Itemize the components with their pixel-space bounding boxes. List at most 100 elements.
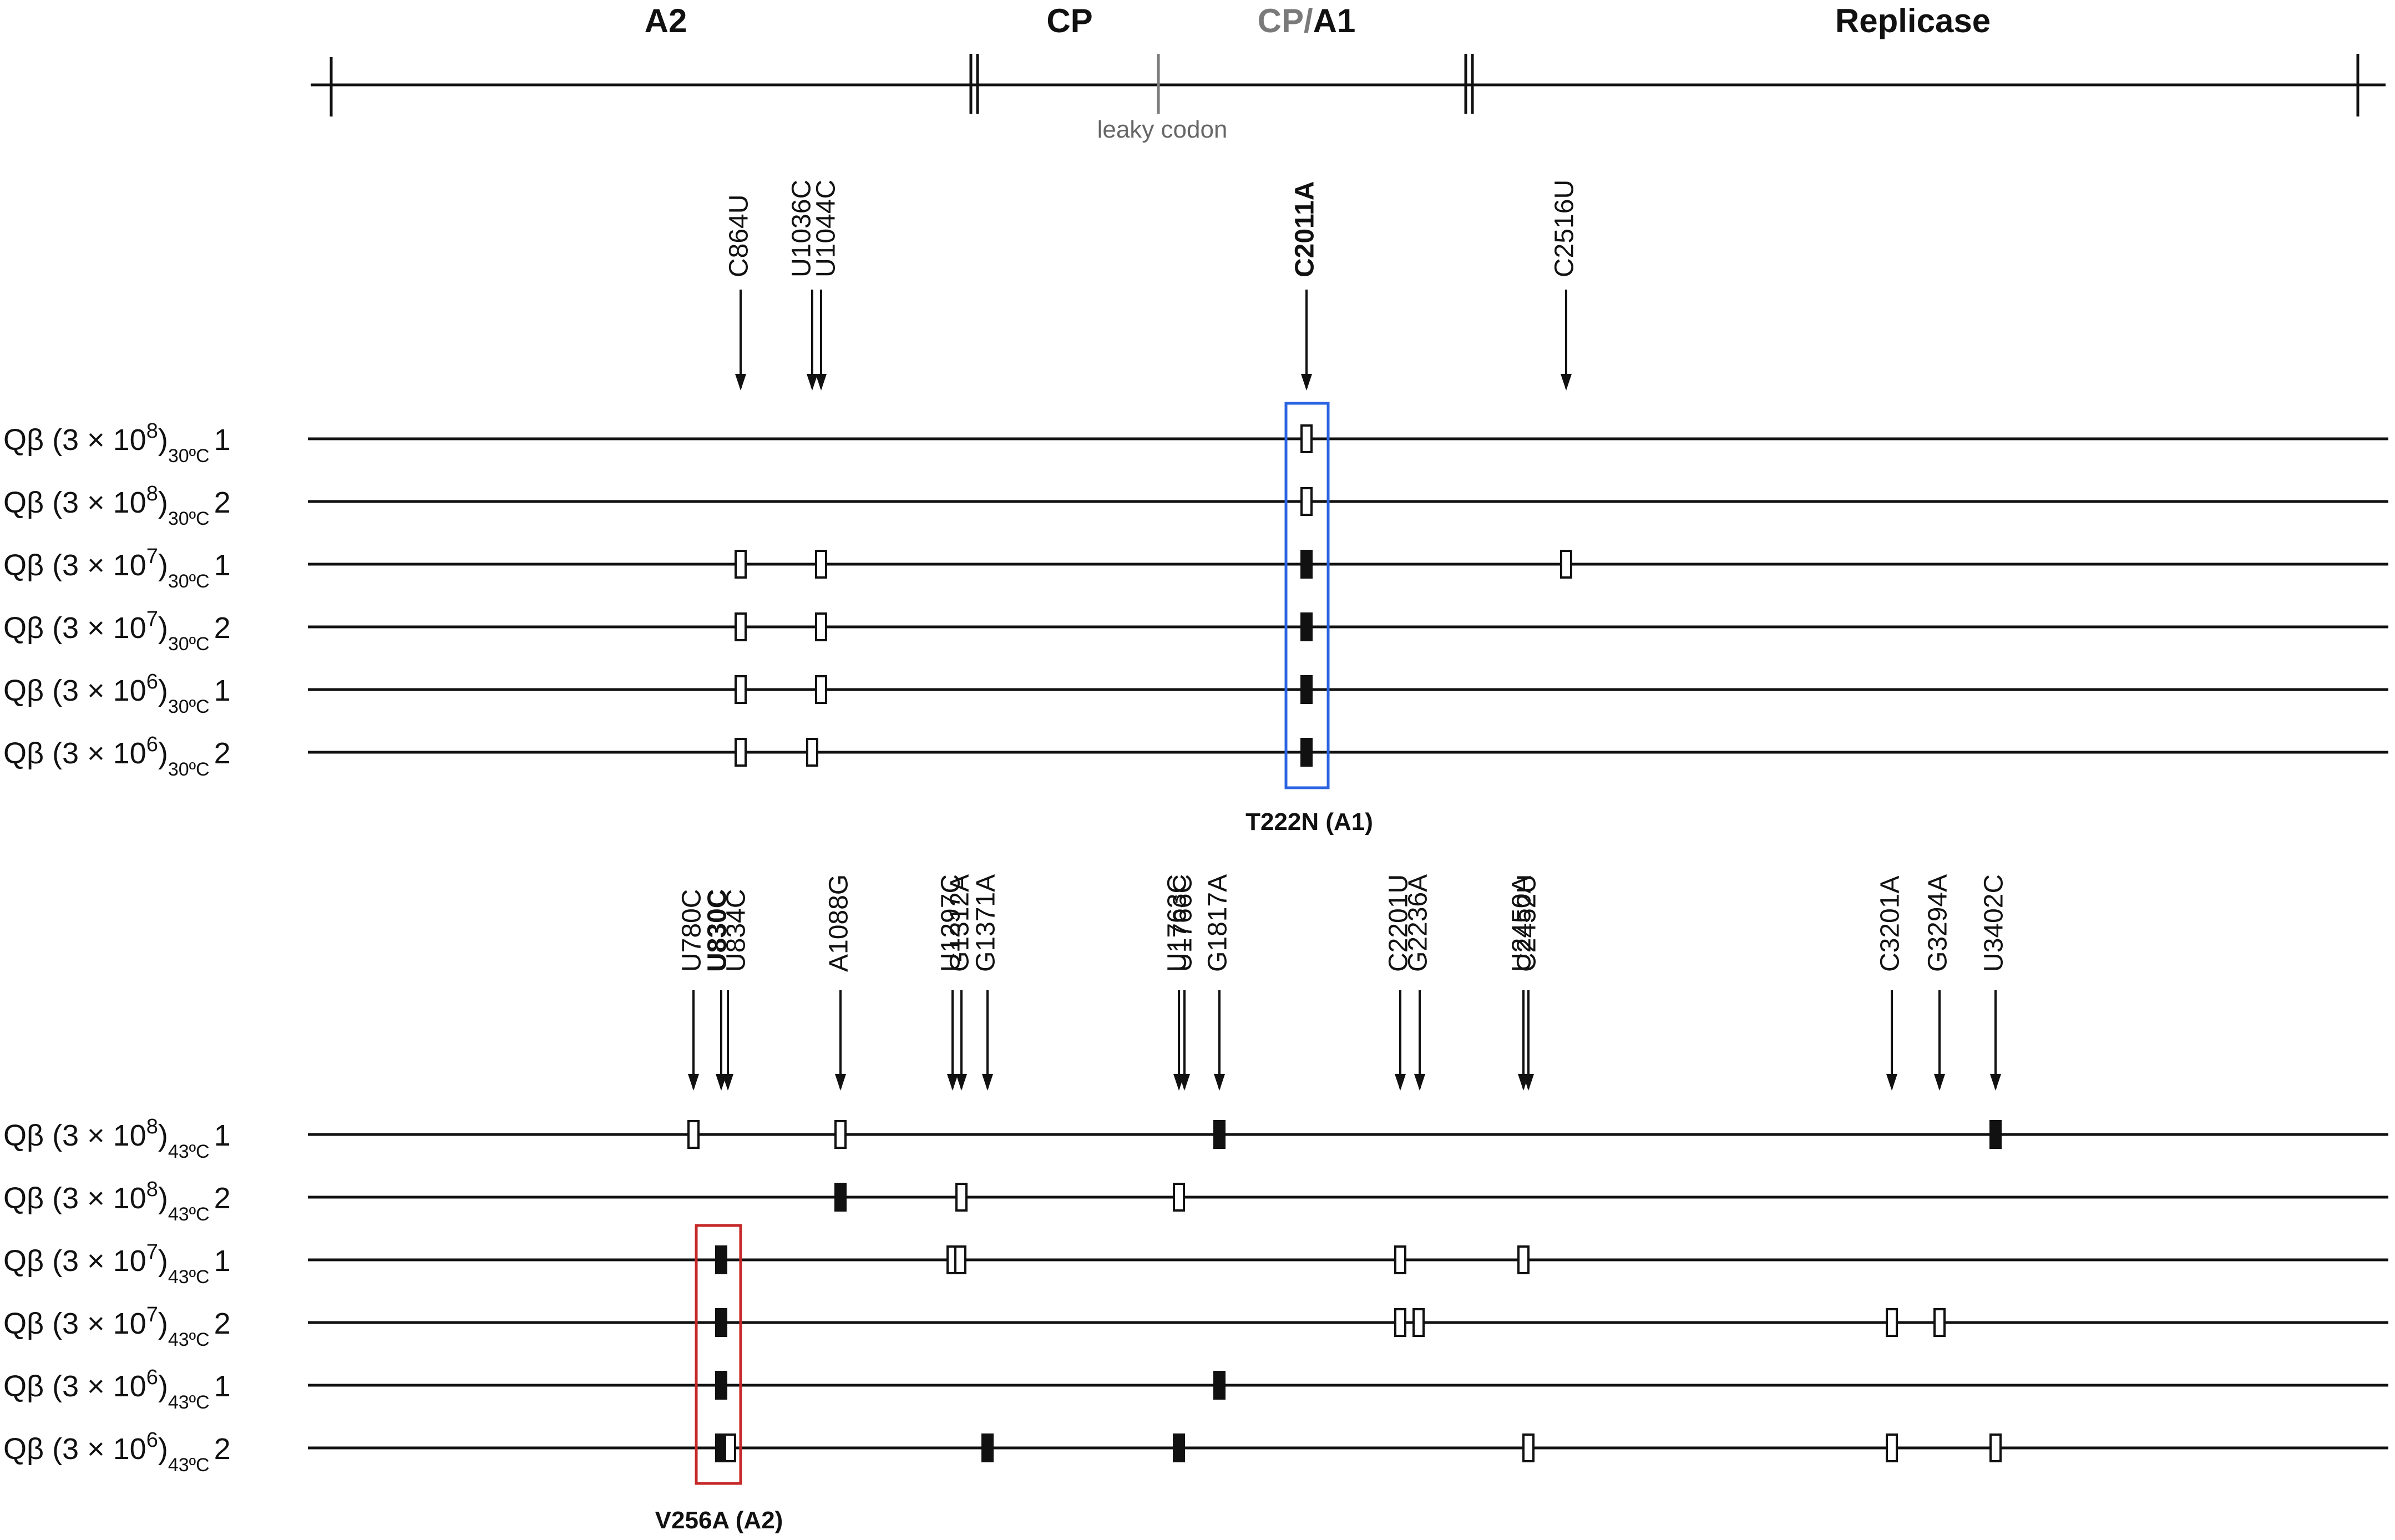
mutation-mark-g1817a-fixed	[1213, 1120, 1226, 1149]
arrowhead-c3201a	[1886, 1074, 1897, 1091]
mutation-label-g3294a: G3294A	[1923, 874, 1953, 972]
label-replicate: 1	[214, 1119, 231, 1152]
label-exponent: 6	[146, 1428, 158, 1452]
mutation-label-c3201a: C3201A	[1876, 876, 1905, 972]
mutation-mark-c2011a-fixed	[1300, 738, 1313, 767]
leaky-codon-label: leaky codon	[1097, 116, 1228, 143]
mutation-label-u780c: U780C	[677, 889, 707, 972]
label-temperature: 43ºC	[168, 1392, 210, 1413]
mutation-mark-c2452u-partial	[1522, 1433, 1535, 1462]
label-prefix: Qβ (3 × 10	[3, 549, 146, 582]
mutation-label-u1044c: U1044C	[812, 180, 841, 277]
label-exponent: 6	[146, 733, 158, 756]
label-prefix: Qβ (3 × 10	[3, 737, 146, 770]
mutation-label-c2516u: C2516U	[1550, 180, 1579, 277]
mutation-mark-u2450a-partial	[1517, 1245, 1530, 1274]
label-close: )	[158, 737, 168, 770]
mutation-mark-c864u-partial	[735, 550, 747, 579]
arrowhead-g3294a	[1934, 1074, 1945, 1091]
label-close: )	[158, 1244, 168, 1278]
mutation-mark-u830c-fixed	[715, 1308, 727, 1337]
mutation-label-u1766c: U1766C	[1168, 874, 1198, 972]
label-replicate: 2	[214, 486, 231, 519]
label-temperature: 30ºC	[168, 759, 210, 780]
label-prefix: Qβ (3 × 10	[3, 1307, 146, 1340]
label-temperature: 43ºC	[168, 1267, 210, 1288]
label-prefix: Qβ (3 × 10	[3, 486, 146, 519]
mutation-mark-g1817a-fixed	[1213, 1371, 1226, 1400]
label-close: )	[158, 674, 168, 707]
label-prefix: Qβ (3 × 10	[3, 1119, 146, 1152]
genome-map: A2 CP CP/A1 Replicase leaky codon	[311, 2, 2386, 143]
gene-label-cp-a1: CP/A1	[1258, 2, 1356, 39]
mutation-label-u1297c: U1297C	[936, 874, 966, 972]
arrowhead-u1766c	[1179, 1074, 1190, 1091]
label-exponent: 7	[146, 1303, 158, 1326]
mutation-mark-c2011a-fixed	[1300, 612, 1313, 641]
mutation-label-c2452u: C2452U	[1512, 874, 1542, 972]
mutation-mark-c2011a-fixed	[1300, 675, 1313, 704]
mutation-mark-u1044c-partial	[815, 612, 827, 641]
mutation-mark-c3201a-partial	[1886, 1308, 1898, 1337]
mutation-mark-a1088g-fixed	[834, 1183, 847, 1212]
mutation-mark-u834c-partial	[724, 1433, 736, 1462]
label-replicate: 1	[214, 1370, 231, 1403]
mutation-label-u3402c: U3402C	[1979, 874, 2009, 972]
mutation-mark-u3402c-partial	[1989, 1433, 2002, 1462]
gene-label-cp: CP	[1046, 2, 1092, 39]
label-replicate: 2	[214, 1432, 231, 1466]
label-prefix: Qβ (3 × 10	[3, 1432, 146, 1466]
label-temperature: 30ºC	[168, 445, 210, 467]
label-close: )	[158, 1307, 168, 1340]
mutation-arrows-43c	[688, 990, 2001, 1091]
label-exponent: 6	[146, 670, 158, 693]
mutation-mark-u1763c-fixed	[1173, 1433, 1185, 1462]
label-replicate: 2	[214, 611, 231, 645]
mutation-mark-g1371a-fixed	[981, 1433, 994, 1462]
arrowhead-u1297c	[947, 1074, 958, 1091]
arrowhead-g1817a	[1214, 1074, 1225, 1091]
a1-label: A1	[1313, 2, 1356, 39]
label-close: )	[158, 1432, 168, 1466]
gene-label-replicase: Replicase	[1835, 2, 1991, 39]
mutation-label-u830c: U830C	[703, 889, 732, 972]
mutation-label-u2450a: U2450A	[1507, 876, 1537, 972]
mutation-mark-c2516u-partial	[1560, 550, 1572, 579]
mutation-mark-c864u-partial	[735, 675, 747, 704]
label-exponent: 7	[146, 607, 158, 631]
mutation-mark-c2011a-partial	[1300, 487, 1313, 516]
mutation-mark-g2236a-partial	[1412, 1308, 1425, 1337]
arrowhead-u1044c	[816, 374, 827, 391]
mutation-label-g1817a: G1817A	[1203, 874, 1233, 972]
label-close: )	[158, 423, 168, 457]
label-replicate: 1	[214, 1244, 231, 1278]
mutation-mark-c3201a-partial	[1886, 1433, 1898, 1462]
label-temperature: 43ºC	[168, 1455, 210, 1476]
label-exponent: 7	[146, 545, 158, 568]
mutation-label-a1088g: A1088G	[824, 874, 854, 972]
mutation-label-g1312a: G1312A	[945, 874, 975, 972]
highlight-label-t222n: T222N (A1)	[1245, 808, 1373, 835]
label-prefix: Qβ (3 × 10	[3, 1244, 146, 1278]
mutation-label-g2236a: G2236A	[1404, 874, 1433, 972]
